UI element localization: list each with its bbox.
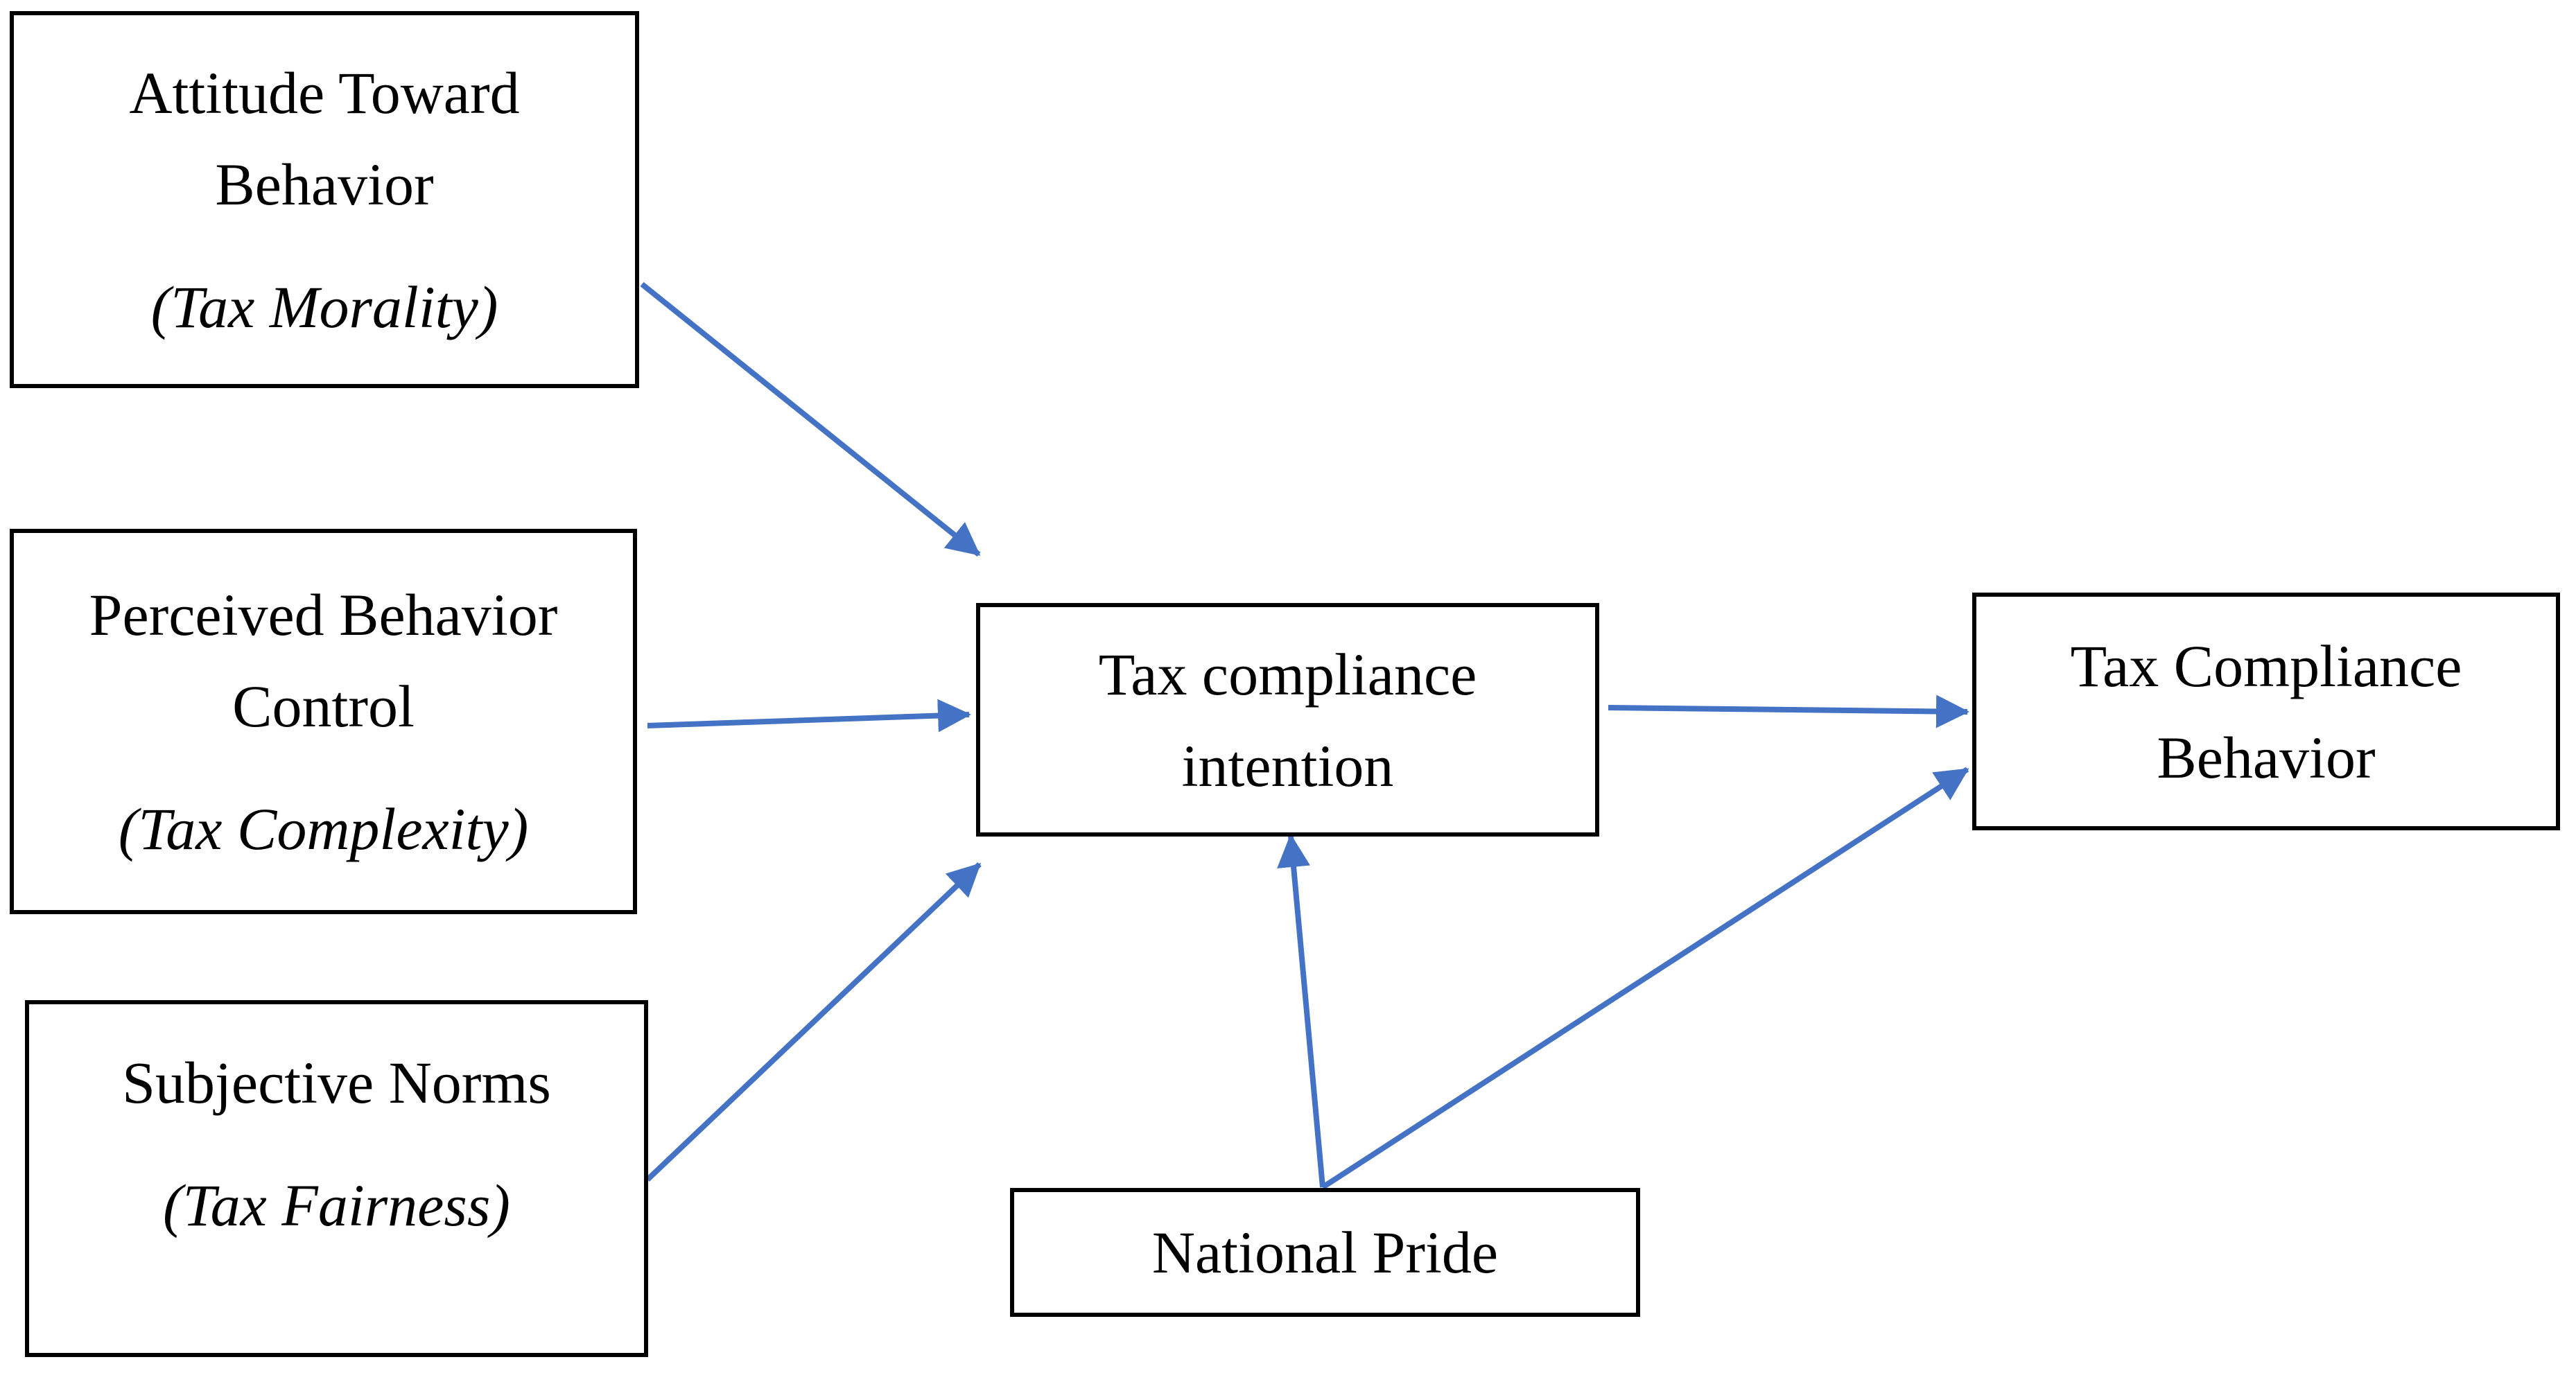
node-national-pride: National Pride xyxy=(1010,1188,1640,1317)
node-title-line: Subjective Norms xyxy=(122,1049,551,1116)
node-tax-compliance-behavior: Tax Compliance Behavior xyxy=(1972,593,2560,830)
node-title-line: Control xyxy=(232,672,415,740)
arrow-norms-to-intention xyxy=(645,862,982,1182)
arrow-pride-to-intention xyxy=(1277,834,1325,1188)
node-subjective-norms: Subjective Norms (Tax Fairness) xyxy=(25,1000,648,1357)
node-title-line: intention xyxy=(1181,732,1394,799)
node-title-line: Tax compliance xyxy=(1098,640,1477,708)
arrow-attitude-to-intention xyxy=(640,281,981,557)
node-subtitle: (Tax Complexity) xyxy=(118,795,529,862)
node-tax-compliance-intention: Tax compliance intention xyxy=(976,603,1599,837)
node-subtitle: (Tax Fairness) xyxy=(163,1172,510,1239)
node-title-line: Perceived Behavior xyxy=(89,581,558,648)
node-title-line: Tax Compliance xyxy=(2070,632,2462,699)
node-attitude-toward-behavior: Attitude Toward Behavior (Tax Morality) xyxy=(10,11,639,388)
node-perceived-behavior-control: Perceived Behavior Control (Tax Complexi… xyxy=(10,529,637,914)
arrow-control-to-intention xyxy=(647,699,971,733)
node-title-line: Behavior xyxy=(215,150,434,218)
node-title-line: Behavior xyxy=(2157,724,2376,791)
arrow-intention-to-behavior xyxy=(1608,694,1969,728)
node-title-line: National Pride xyxy=(1151,1219,1499,1286)
node-subtitle: (Tax Morality) xyxy=(150,273,498,340)
node-title-line: Attitude Toward xyxy=(129,59,520,126)
